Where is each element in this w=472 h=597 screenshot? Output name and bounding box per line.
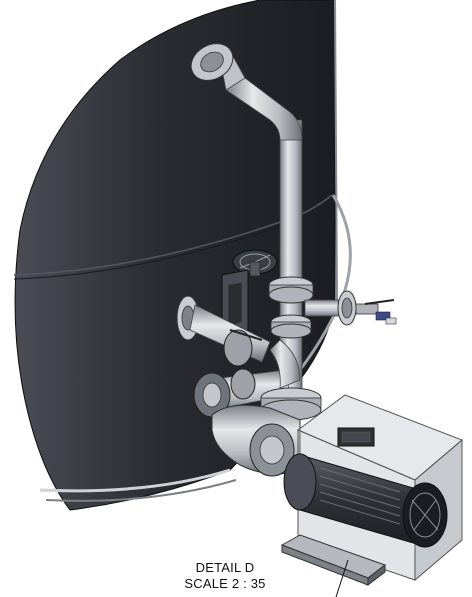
leader-line-bottom: [335, 559, 349, 597]
detail-title: DETAIL D: [195, 560, 255, 575]
right-branch: [304, 290, 357, 326]
left-branch: [176, 295, 271, 367]
motor-icon: [283, 427, 448, 548]
detail-caption: DETAIL D SCALE 2 : 35: [170, 560, 280, 592]
base-skid: [280, 534, 387, 587]
riser-flanges: [268, 276, 314, 339]
top-flange: [190, 43, 234, 81]
pump-icon: [211, 404, 301, 477]
ball-valve-icon: [355, 299, 397, 325]
valve-handwheel-icon: [232, 249, 278, 277]
pump-suction-branch: [193, 339, 301, 418]
detail-scale: SCALE 2 : 35: [184, 576, 266, 591]
